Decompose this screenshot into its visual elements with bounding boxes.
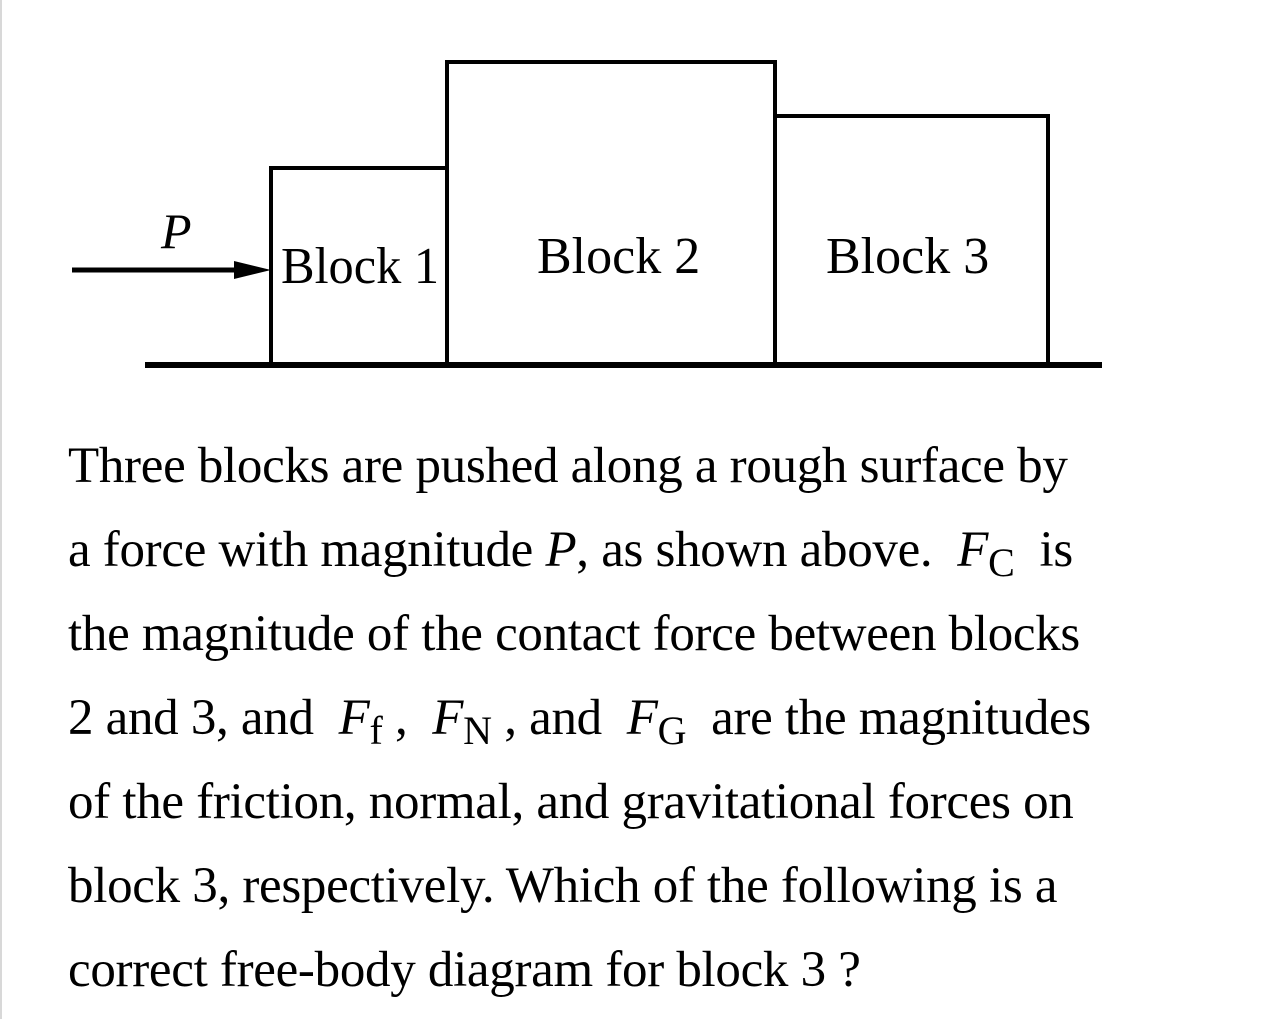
question-line-4: 2 and 3, and Ff , FN , and FG are the ma…	[68, 676, 1228, 760]
normal-force-symbol: FN	[432, 690, 492, 753]
question-text: Three blocks are pushed along a rough su…	[68, 424, 1228, 1012]
text-segment: ,	[394, 690, 408, 746]
force-label: P	[160, 203, 192, 259]
contact-force-symbol: FC	[957, 522, 1015, 585]
block-1-label: Block 1	[281, 238, 439, 295]
text-segment: a force with magnitude	[68, 522, 546, 578]
question-line-1: Three blocks are pushed along a rough su…	[68, 438, 1068, 494]
block-3	[773, 114, 1050, 367]
question-line-5: of the friction, normal, and gravitation…	[68, 774, 1074, 830]
text-segment: is	[1039, 522, 1073, 578]
question-line-7: correct free-body diagram for block 3 ?	[68, 942, 861, 998]
question-line-6: block 3, respectively. Which of the foll…	[68, 858, 1058, 914]
page-edge	[0, 0, 2, 1019]
gravitational-force-symbol: FG	[626, 690, 687, 753]
text-segment: , and	[504, 690, 602, 746]
text-segment: are the magnitudes	[711, 690, 1091, 746]
block-2-label: Block 2	[537, 228, 700, 285]
friction-force-symbol: Ff	[338, 690, 383, 753]
question-line-2: a force with magnitude P, as shown above…	[68, 508, 1228, 592]
text-segment: , as shown above.	[576, 522, 933, 578]
variable-p: P	[545, 522, 577, 578]
force-arrow	[72, 261, 271, 279]
block-2	[445, 60, 777, 367]
question-line-3: the magnitude of the contact force betwe…	[68, 606, 1080, 662]
block-3-label: Block 3	[826, 228, 989, 285]
text-segment: 2 and 3, and	[68, 690, 314, 746]
blocks-diagram: P Block 1 Block 2 Block 3	[72, 60, 1102, 368]
